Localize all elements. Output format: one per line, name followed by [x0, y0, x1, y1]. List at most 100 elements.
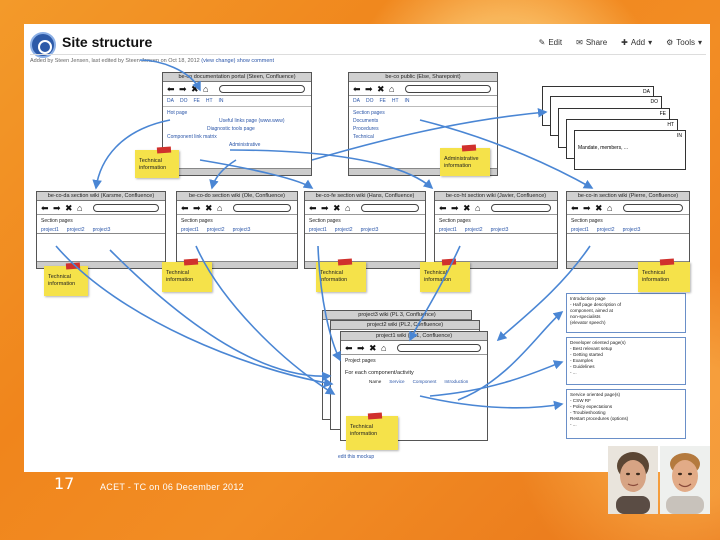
home-icon: ⌂: [381, 343, 387, 353]
section-pages-label: Section pages: [309, 218, 341, 224]
note-service: Service oriented page(s) - CSW RF- Polic…: [566, 389, 686, 439]
link-useful[interactable]: Useful links page (www.www): [219, 118, 285, 124]
project-links: project1 project2 project3: [37, 227, 165, 234]
link-documents[interactable]: Documents: [353, 118, 379, 124]
note-developer: Developer oriented page(s) - Best releva…: [566, 337, 686, 385]
man-photo-icon: [660, 446, 710, 514]
page-meta: Added by Steen Jensen, last edited by St…: [30, 58, 274, 64]
back-arrow-icon: ⬅: [309, 203, 317, 213]
sticky-administrative: Administrative information: [440, 148, 490, 176]
project-link[interactable]: project3: [490, 227, 509, 233]
mockup-titlebar: be-co public (Else, Sharepoint): [349, 73, 497, 82]
home-icon: ⌂: [77, 203, 83, 213]
back-arrow-icon: ⬅: [41, 203, 49, 213]
person-photo: [660, 446, 710, 514]
page-title: Site structure: [62, 34, 153, 50]
add-button[interactable]: ✚Add▾: [621, 38, 653, 47]
component-columns: Name Service Component Introduction: [369, 379, 469, 384]
address-bar: [623, 204, 683, 212]
close-icon: ✖: [463, 203, 471, 213]
project-links: project1 project2 project3: [305, 227, 425, 234]
view-change-link[interactable]: (view change) show comment: [201, 58, 274, 64]
edit-mockup-link[interactable]: edit this mockup: [338, 454, 375, 460]
component-activity-label: For each component/activity: [345, 370, 414, 376]
tab-ht[interactable]: HT: [391, 98, 399, 104]
section-pages-label: Section pages: [439, 218, 471, 224]
mockup-navbar: ⬅ ➡ ✖ ⌂: [349, 82, 497, 96]
tab-ht[interactable]: HT: [205, 98, 213, 104]
tab-fe[interactable]: FE: [379, 98, 386, 104]
project-link[interactable]: project1: [439, 227, 457, 233]
link-diagnostic[interactable]: Diagnostic tools page: [207, 126, 255, 132]
logo-icon[interactable]: [30, 32, 56, 58]
link-administrative[interactable]: Administrative: [229, 142, 261, 148]
link-section-pages[interactable]: Section pages: [353, 110, 385, 116]
project-pages-label: Project pages: [345, 358, 376, 364]
project-link[interactable]: project2: [66, 227, 85, 233]
link-component-matrix[interactable]: Component link matrix: [167, 134, 217, 140]
sticky-technical: Technical information: [316, 262, 366, 292]
section-tabs: DA DO FE HT IN: [349, 96, 497, 107]
tab-do[interactable]: DO: [365, 98, 374, 104]
project-link[interactable]: project3: [360, 227, 379, 233]
sticky-technical: Technical information: [420, 262, 470, 292]
mockup-links: Section pages Documents Procedures Techn…: [349, 107, 497, 143]
project-link[interactable]: project2: [206, 227, 225, 233]
mockup-navbar: ⬅➡✖⌂: [305, 201, 425, 215]
plus-icon: ✚: [621, 38, 628, 47]
link-hot-page[interactable]: Hot page: [167, 110, 188, 116]
tab-do[interactable]: DO: [179, 98, 188, 104]
close-icon: ✖: [205, 203, 213, 213]
forward-arrow-icon: ➡: [193, 203, 201, 213]
envelope-icon: ✉: [576, 38, 583, 47]
section-mockup-fe: be-co-fe section wiki (Hans, Confluence)…: [304, 191, 426, 269]
close-icon: ✖: [333, 203, 341, 213]
header-divider: [30, 54, 706, 55]
section-mockup-ht: be-co-ht section wiki (Javier, Confluenc…: [434, 191, 558, 269]
mockup-titlebar: be-co-da section wiki (Karsme, Confluenc…: [37, 192, 165, 201]
project-link[interactable]: project1: [571, 227, 589, 233]
sticky-technical: Technical information: [638, 262, 690, 292]
mockup-titlebar: be-co-fe section wiki (Hans, Confluence): [305, 192, 425, 201]
mockup-navbar: ⬅➡✖⌂: [37, 201, 165, 215]
section-pages-label: Section pages: [571, 218, 603, 224]
mockup-navbar: ⬅➡✖⌂: [341, 341, 487, 355]
tab-da[interactable]: DA: [167, 98, 174, 104]
person-photo: [608, 446, 658, 514]
back-arrow-icon: ⬅: [181, 203, 189, 213]
edit-button[interactable]: ✎Edit: [538, 38, 563, 47]
section-pages-label: Section pages: [181, 218, 213, 224]
project-link[interactable]: project2: [596, 227, 615, 233]
project-link[interactable]: project3: [232, 227, 251, 233]
tab-fe[interactable]: FE: [193, 98, 200, 104]
forward-arrow-icon: ➡: [179, 84, 187, 94]
project-link[interactable]: project1: [41, 227, 59, 233]
mockup-titlebar: be-co-in section wiki (Pierre, Confluenc…: [567, 192, 689, 201]
link-procedures[interactable]: Procedures: [353, 126, 379, 132]
introduction-link[interactable]: Introduction: [444, 379, 469, 384]
project-link[interactable]: project1: [181, 227, 199, 233]
back-arrow-icon: ⬅: [167, 84, 175, 94]
service-link[interactable]: Service: [389, 379, 405, 384]
share-button[interactable]: ✉Share: [576, 38, 608, 47]
tools-button[interactable]: ⚙Tools▾: [666, 38, 702, 47]
project-link[interactable]: project3: [622, 227, 641, 233]
tab-in[interactable]: IN: [218, 98, 224, 104]
wiki-toolbar: ✎Edit ✉Share ✚Add▾ ⚙Tools▾: [539, 38, 702, 47]
tab-da[interactable]: DA: [353, 98, 360, 104]
address-bar: [491, 204, 551, 212]
project-link[interactable]: project2: [334, 227, 353, 233]
home-icon: ⌂: [217, 203, 223, 213]
address-bar: [405, 85, 491, 93]
project-link[interactable]: project3: [92, 227, 111, 233]
link-technical[interactable]: Technical: [353, 134, 374, 140]
project-link[interactable]: project1: [309, 227, 327, 233]
address-bar: [93, 204, 159, 212]
project-link[interactable]: project2: [464, 227, 483, 233]
mockup-navbar: ⬅➡✖⌂: [567, 201, 689, 215]
note-introduction: Introduction page - Half page descriptio…: [566, 293, 686, 333]
component-link[interactable]: Component: [412, 379, 437, 384]
tab-in[interactable]: IN: [404, 98, 410, 104]
back-arrow-icon: ⬅: [439, 203, 447, 213]
